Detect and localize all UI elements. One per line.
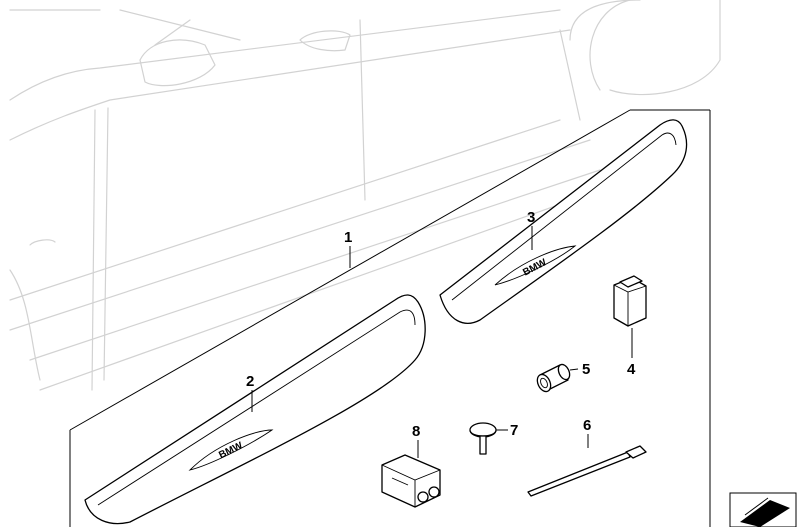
callout-3: 3 [527, 209, 535, 226]
push-pin-icon [469, 422, 497, 455]
next-page-icon[interactable] [729, 492, 797, 527]
connector-housing-icon [381, 454, 441, 508]
parts-frame [69, 109, 711, 527]
plug-connector-icon [613, 275, 647, 327]
callout-7: 7 [510, 422, 518, 439]
callout-6: 6 [583, 417, 591, 434]
cable-tie-icon [527, 445, 647, 497]
callout-2: 2 [246, 373, 254, 390]
door-sill-rear: BMW [439, 119, 688, 324]
callout-1: 1 [344, 229, 352, 246]
car-outline-icon [9, 0, 721, 391]
callout-5: 5 [582, 361, 590, 378]
callout-4: 4 [627, 361, 636, 378]
callout-8: 8 [412, 423, 420, 440]
bushing-icon [536, 363, 571, 393]
door-sill-front: BMW [84, 294, 426, 525]
leader-lines [251, 226, 633, 458]
